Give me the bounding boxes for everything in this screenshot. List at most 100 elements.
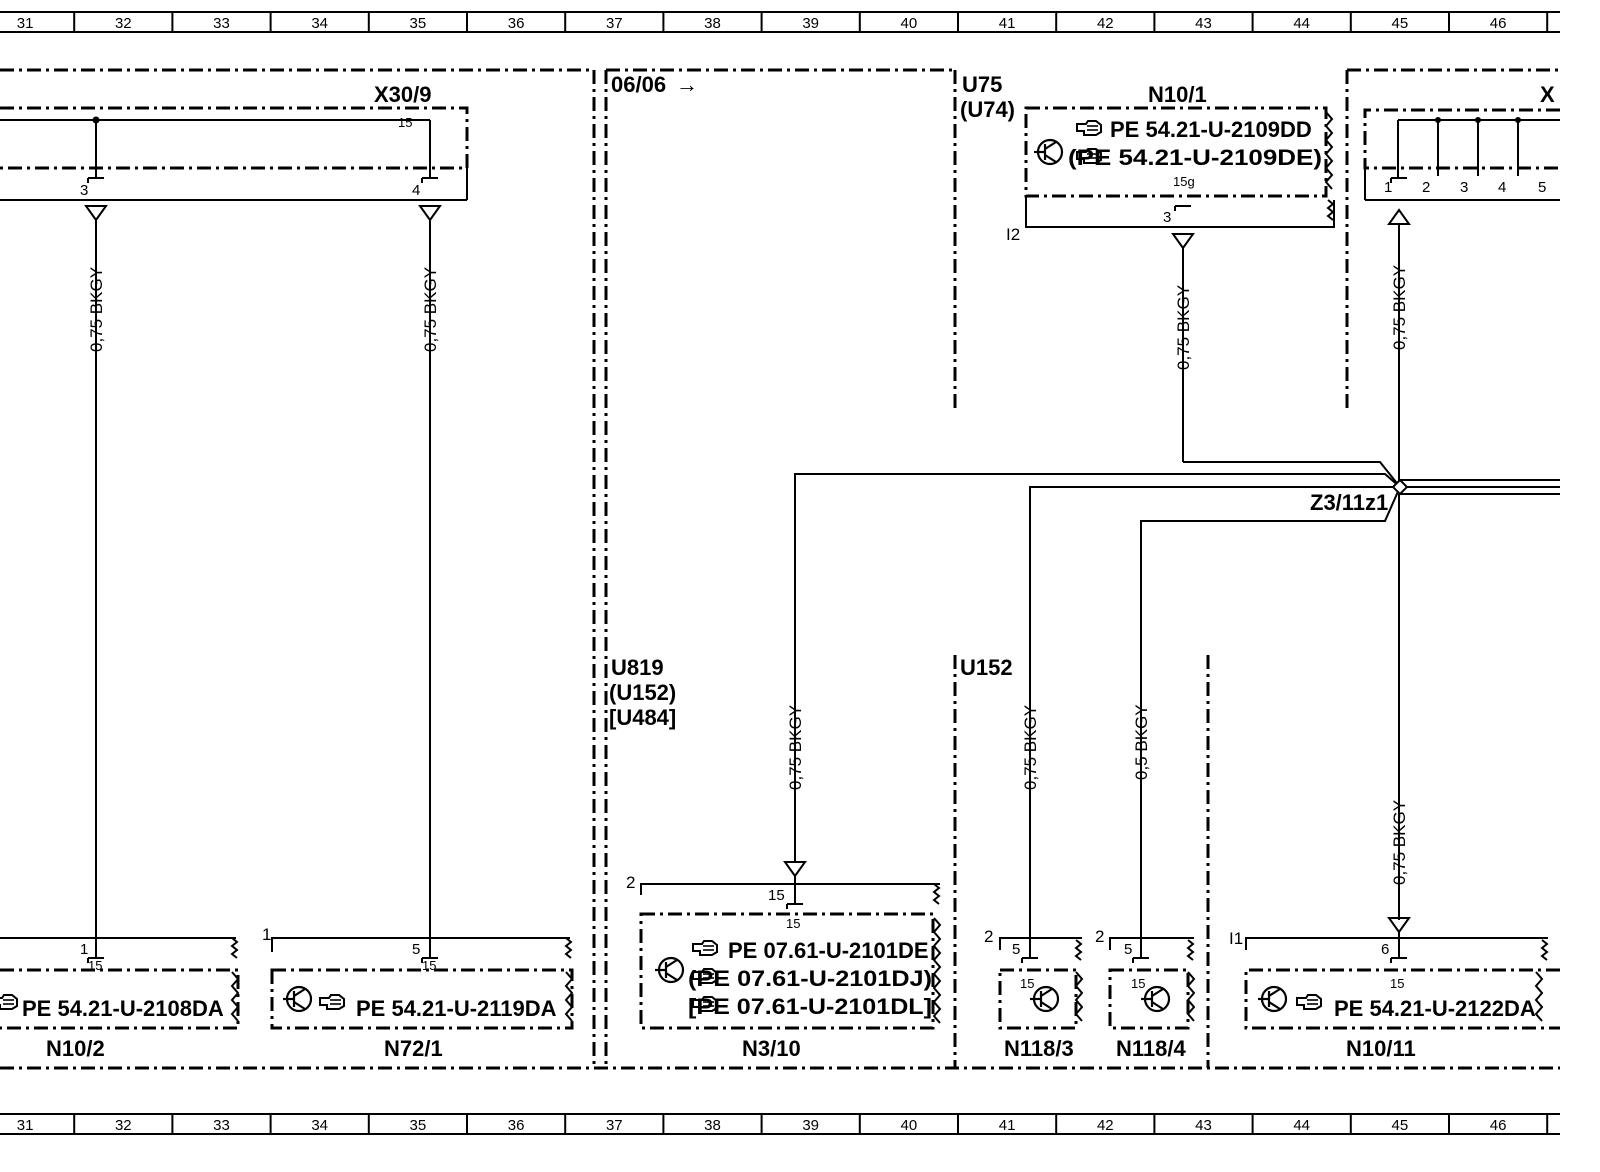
component-n10-2: [0, 937, 240, 1030]
wires: [95, 220, 1560, 950]
ruler-column-label: 36: [508, 1117, 525, 1134]
n118-4-side: 2: [1095, 927, 1104, 946]
ruler-column-label: 44: [1293, 1117, 1310, 1134]
x30-pin-b: 4: [412, 182, 420, 199]
wire-6-label: 0,75 BKGY: [1021, 705, 1040, 790]
ruler-column-label: 34: [311, 1117, 328, 1134]
n10-1-pin-top: 15g: [1173, 174, 1195, 189]
ruler-column-label: 33: [213, 1117, 230, 1134]
component-n10-1: [1024, 106, 1335, 228]
ruler-column-label: 32: [115, 15, 132, 32]
ruler-column-label: 38: [704, 1117, 721, 1134]
splice-z3-11z1: [1391, 478, 1409, 496]
ruler-column-label: 31: [17, 1117, 34, 1134]
component-n3-10: [639, 876, 942, 1030]
component-n118-3: [998, 937, 1084, 1030]
n10-1-name: N10/1: [1148, 82, 1207, 107]
section-u75: U75: [962, 72, 1002, 97]
wire-1-label: 0,75 BKGY: [87, 267, 106, 352]
ruler-column-label: 39: [802, 1117, 819, 1134]
n3-10-ref-2: (PE 07.61-U-2101DJ): [688, 966, 932, 991]
ruler-column-label: 38: [704, 15, 721, 32]
n3-10-ref-3: [PE 07.61-U-2101DL]: [688, 994, 932, 1019]
ruler-column-label: 45: [1392, 1117, 1409, 1134]
ruler-column-label: 45: [1392, 15, 1409, 32]
ruler-column-label: 35: [410, 15, 427, 32]
section-u152: U152: [960, 655, 1013, 680]
n72-1-side: 1: [262, 925, 271, 944]
arrow-right-icon: →: [676, 72, 698, 97]
ruler-column-label: 34: [311, 15, 328, 32]
n3-10-pin-top: 15: [768, 887, 785, 904]
pin-markers: [84, 177, 1411, 934]
ruler-column-label: 41: [999, 15, 1016, 32]
ruler-column-label: 39: [802, 15, 819, 32]
x-pin-4: 4: [1498, 179, 1506, 196]
n3-10-side: 2: [626, 873, 635, 892]
component-n118-4: [1108, 937, 1196, 1030]
n10-2-name: N10/2: [46, 1036, 105, 1061]
x-pin-3: 3: [1460, 179, 1468, 196]
n10-1-pin: 3: [1163, 209, 1171, 226]
x-pin-2: 2: [1422, 179, 1430, 196]
n3-10-ref-1: PE 07.61-U-2101DE: [728, 938, 929, 963]
ruler-column-label: 36: [508, 15, 525, 32]
ruler-column-label: 43: [1195, 15, 1212, 32]
n118-3-pin-top: 5: [1012, 941, 1020, 958]
section-boundaries: [0, 68, 1560, 1070]
x30-pin-top: 15: [398, 115, 412, 130]
n10-2-pin-top: 1: [80, 941, 88, 958]
wire-3-label: 0,75 BKGY: [1174, 285, 1193, 370]
ruler-column-label: 44: [1293, 15, 1310, 32]
ruler-column-label: 32: [115, 1117, 132, 1134]
ruler-column-label: 46: [1490, 1117, 1507, 1134]
ruler-column-label: 42: [1097, 1117, 1114, 1134]
splice-z3-11z1-label: Z3/11z1: [1310, 490, 1388, 515]
n118-3-side: 2: [984, 927, 993, 946]
n72-1-pin-top: 5: [412, 941, 420, 958]
n3-10-pin-in: 15: [786, 916, 800, 931]
ruler-column-label: 35: [410, 1117, 427, 1134]
x30-pin-a: 3: [80, 182, 88, 199]
component-n72-1: [270, 937, 574, 1030]
connector-x-right: [1363, 108, 1560, 201]
wire-5-label: 0,75 BKGY: [786, 705, 805, 790]
x-pin-1: 1: [1384, 179, 1392, 196]
ruler-column-label: 40: [901, 1117, 918, 1134]
section-u819: U819: [611, 655, 664, 680]
section-u484: [U484]: [609, 705, 676, 730]
column-ruler-top: [0, 11, 1560, 33]
n118-3-name: N118/3: [1004, 1036, 1074, 1061]
ruler-column-label: 37: [606, 15, 623, 32]
component-n10-11: [1244, 932, 1560, 1030]
ruler-bottom-columns: 31 32 33 34 35 36 37 38 39 40 41 42 43 44 45 46: [17, 1114, 1549, 1134]
ruler-column-label: 33: [213, 15, 230, 32]
n72-1-pin-in: 15: [422, 958, 436, 973]
n72-1-name: N72/1: [384, 1036, 443, 1061]
wire-7-label: 0,5 BKGY: [1132, 704, 1151, 780]
section-ref-0606: 06/06: [611, 72, 666, 97]
n10-1-ref-1: PE 54.21-U-2109DD: [1110, 117, 1312, 142]
ruler-column-label: 31: [17, 15, 34, 32]
ruler-column-label: 40: [901, 15, 918, 32]
wire-2-label: 0,75 BKGY: [421, 267, 440, 352]
ruler-column-label: 42: [1097, 15, 1114, 32]
n10-1-side-label: I2: [1006, 225, 1020, 244]
connector-x30-9-label: X30/9: [374, 82, 432, 107]
ruler-column-label: 37: [606, 1117, 623, 1134]
ruler-top-columns: 31 32 33 34 35 36 37 38 39 40 41 42 43 44 45 46: [17, 12, 1549, 32]
wire-4-label: 0,75 BKGY: [1390, 265, 1409, 350]
n10-11-pin-top: 6: [1381, 941, 1389, 958]
connector-x30-9: [0, 106, 469, 201]
n10-11-name: N10/11: [1346, 1036, 1416, 1061]
n118-3-pin-in: 15: [1020, 976, 1034, 991]
n3-10-name: N3/10: [742, 1036, 801, 1061]
n10-1-ref-2: (PE 54.21-U-2109DE): [1068, 145, 1322, 170]
section-u74: (U74): [960, 97, 1015, 122]
n10-2-pin-in: 15: [88, 958, 102, 973]
ruler-column-label: 41: [999, 1117, 1016, 1134]
ruler-column-label: 43: [1195, 1117, 1212, 1134]
ruler-column-label: 46: [1490, 15, 1507, 32]
wire-8-label: 0,75 BKGY: [1390, 800, 1409, 885]
